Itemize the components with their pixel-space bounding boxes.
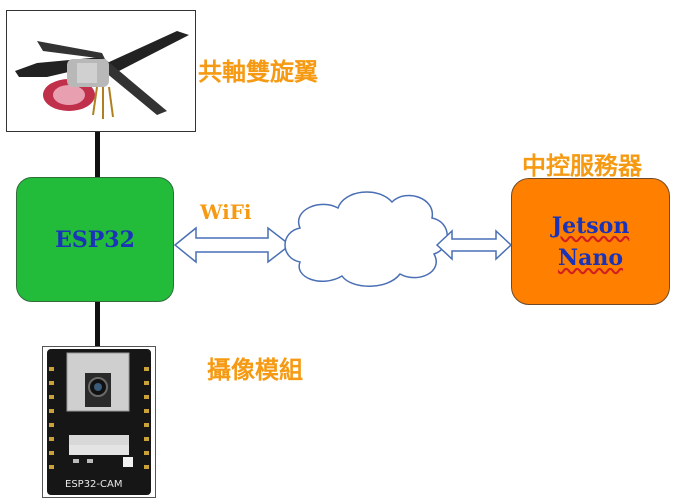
wifi-label: WiFi xyxy=(200,200,252,224)
coaxial-rotor-image xyxy=(6,10,196,132)
server-label: 中控服務器 xyxy=(522,152,642,180)
jetson-nano-node: Jetson Nano xyxy=(511,178,670,305)
esp32-to-camera-line xyxy=(95,302,100,346)
jetson-label: Jetson xyxy=(551,212,630,239)
internet-cloud-icon xyxy=(284,191,448,287)
camera-board-silkscreen: ESP32-CAM xyxy=(65,479,123,490)
esp32-node: ESP32 xyxy=(16,177,174,302)
camera-label: 攝像模組 xyxy=(207,356,303,384)
rotor-illustration xyxy=(15,31,189,119)
esp32-label: ESP32 xyxy=(55,226,135,253)
rotor-label: 共軸雙旋翼 xyxy=(198,58,318,86)
esp32-cam-board xyxy=(47,349,151,495)
camera-module-image: ESP32-CAM xyxy=(42,346,156,498)
esp32-cloud-double-arrow xyxy=(173,226,292,264)
nano-label: Nano xyxy=(557,244,624,271)
rotor-to-esp32-line xyxy=(95,131,100,177)
cloud-jetson-double-arrow xyxy=(435,229,513,261)
